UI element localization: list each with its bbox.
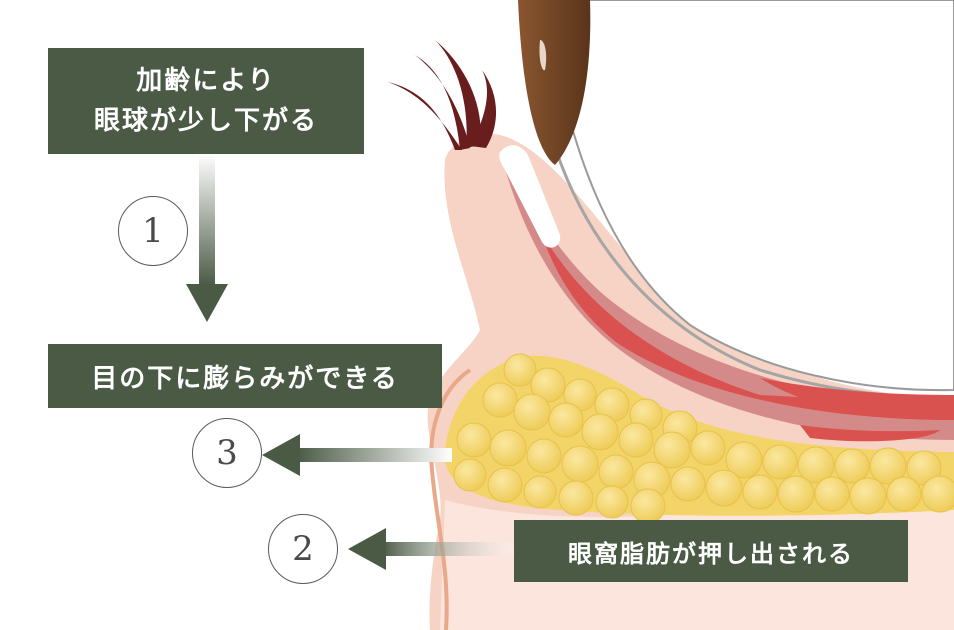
step-2-number: 2 bbox=[292, 529, 314, 569]
iris-highlight bbox=[539, 40, 547, 71]
step-2-badge: 2 bbox=[268, 514, 338, 584]
eyelash-3 bbox=[435, 40, 481, 148]
eyelash-1 bbox=[388, 82, 462, 150]
aging-label-line2: 眼球が少し下がる bbox=[93, 106, 318, 136]
aging-eyeball-drops-label: 加齢により 眼球が少し下がる bbox=[48, 48, 364, 154]
muscle-small bbox=[800, 425, 940, 442]
arrow-1-shaft bbox=[199, 154, 215, 286]
arrow-3-shaft bbox=[296, 448, 452, 462]
fat-label-text: 眼窩脂肪が押し出される bbox=[568, 538, 854, 568]
step-3-badge: 3 bbox=[192, 418, 262, 488]
skin-contour-line bbox=[429, 368, 472, 630]
swelling-label-text: 目の下に膨らみができる bbox=[91, 363, 399, 394]
step-1-badge: 1 bbox=[118, 196, 188, 266]
arrow-2-shaft bbox=[382, 542, 516, 556]
muscle-lower bbox=[760, 378, 954, 420]
iris bbox=[518, 0, 591, 165]
eyelash-4 bbox=[470, 70, 497, 148]
arrow-2-head bbox=[348, 528, 386, 570]
under-eye-swelling-label: 目の下に膨らみができる bbox=[48, 344, 442, 408]
step-1-number: 1 bbox=[142, 211, 164, 251]
eyelid-muscle bbox=[540, 230, 954, 420]
tarsal-plate bbox=[499, 145, 561, 248]
arrow-1-head bbox=[186, 284, 228, 322]
fat-globules bbox=[453, 353, 954, 524]
step-3-number: 3 bbox=[216, 433, 238, 473]
orbital-fat-pushed-label: 眼窩脂肪が押し出される bbox=[514, 520, 908, 582]
eyelash-2 bbox=[415, 55, 470, 150]
aging-label-line1: 加齢により bbox=[136, 66, 276, 96]
arrow-3-head bbox=[262, 434, 300, 476]
